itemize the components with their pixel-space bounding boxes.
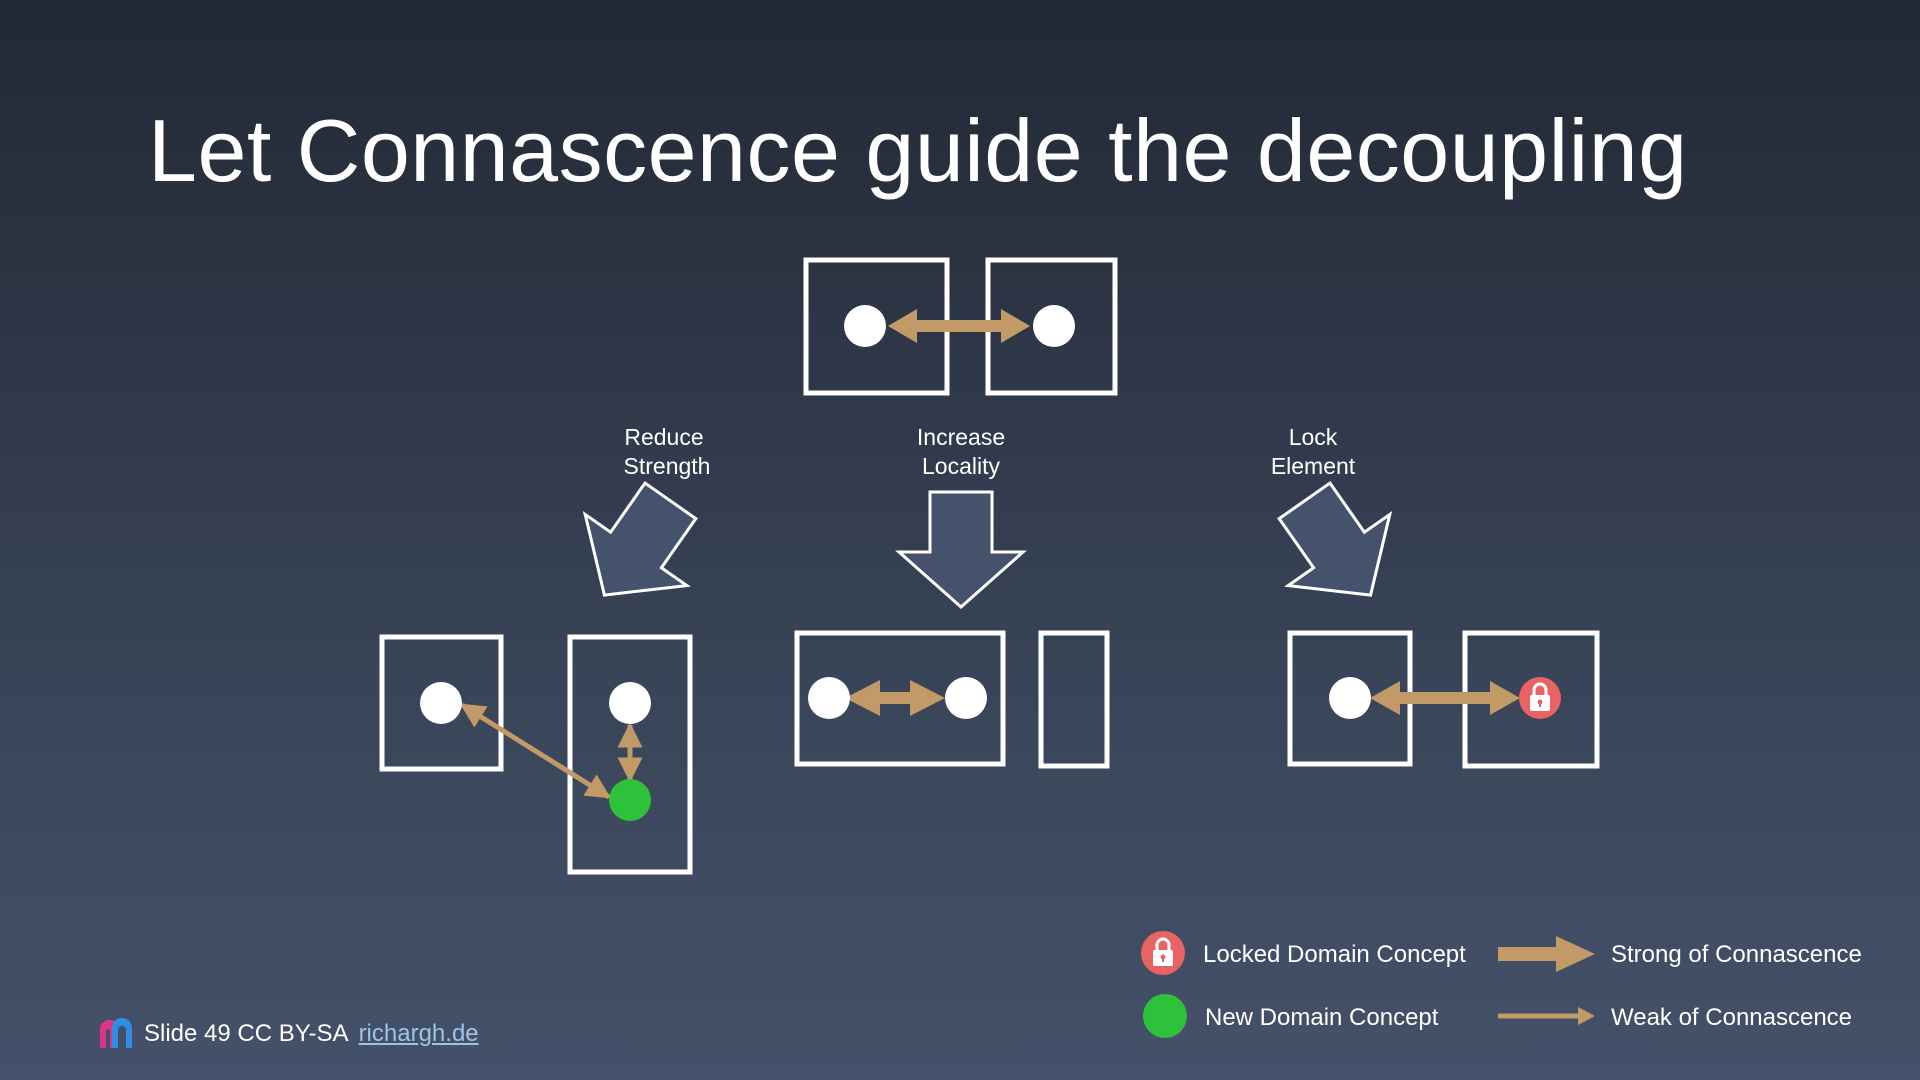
domain-concept-dot <box>1033 305 1075 347</box>
footer-link[interactable]: richargh.de <box>358 1020 479 1047</box>
domain-concept-dot <box>1329 677 1371 719</box>
step-label-increase: Increase <box>917 424 1005 450</box>
slide-title: Let Connascence guide the decoupling <box>148 101 1688 200</box>
step-arrow-lock-element <box>1277 480 1393 597</box>
original-components <box>803 257 1118 396</box>
domain-concept-dot <box>844 305 886 347</box>
component-box <box>794 630 1006 767</box>
new-concept-legend-dot <box>1143 994 1187 1038</box>
weak-connascence-arrow <box>459 702 612 800</box>
lock-icon <box>1519 677 1561 719</box>
strong-connascence-arrow <box>888 309 1030 343</box>
strong-connascence-arrow <box>845 680 945 716</box>
result-lock-element <box>1287 630 1600 769</box>
strong-arrow-legend <box>1498 936 1595 972</box>
domain-concept-dot <box>420 682 462 724</box>
footer: Slide 49 CC BY-SA richargh.de <box>98 1018 479 1050</box>
new-domain-concept-dot <box>609 779 651 821</box>
step-label-lock: Lock <box>1289 424 1338 450</box>
component-box <box>379 634 504 772</box>
step-label-element: Element <box>1271 453 1356 479</box>
legend: Locked Domain Concept New Domain Concept… <box>1141 931 1862 1038</box>
step-label-reduce: Reduce <box>624 424 703 450</box>
legend-locked-label: Locked Domain Concept <box>1203 941 1466 968</box>
lock-icon <box>1141 931 1185 975</box>
result-increase-locality <box>794 630 1110 769</box>
strong-connascence-arrow <box>1370 681 1520 715</box>
domain-concept-dot <box>945 677 987 719</box>
legend-new-concept-label: New Domain Concept <box>1205 1004 1439 1031</box>
legend-weak-label: Weak of Connascence <box>1611 1004 1852 1031</box>
footer-slide-text: Slide 49 CC BY-SA <box>144 1020 349 1047</box>
weak-arrow-legend-head <box>1578 1007 1595 1025</box>
step-label-strength: Strength <box>624 453 711 479</box>
step-arrow-reduce-strength <box>582 480 698 597</box>
legend-strong-label: Strong of Connascence <box>1611 941 1862 968</box>
result-reduce-strength <box>379 634 693 875</box>
domain-concept-dot <box>808 677 850 719</box>
domain-concept-dot <box>609 682 651 724</box>
logo-icon <box>100 1018 132 1048</box>
component-box-empty <box>1038 630 1110 769</box>
step-label-locality: Locality <box>922 453 1000 479</box>
step-arrow-increase-locality <box>895 490 1027 610</box>
